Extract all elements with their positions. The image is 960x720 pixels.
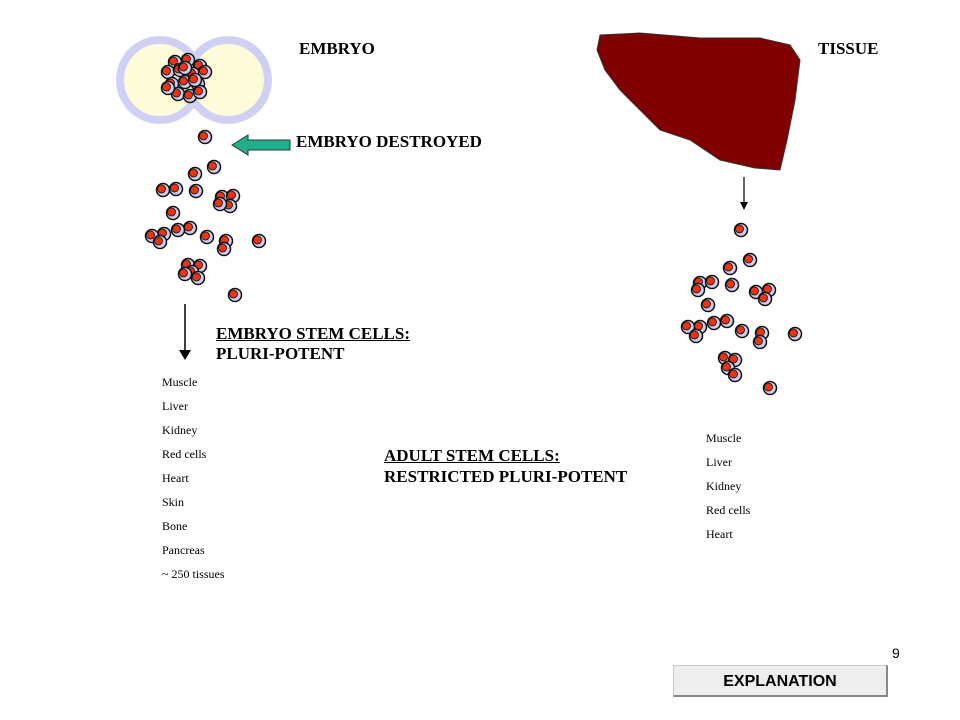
list-item: Skin [162, 495, 185, 509]
stem-cell [704, 274, 720, 290]
stem-cell [762, 380, 778, 396]
stem-cell [216, 241, 232, 257]
embryo-tissue-list: Muscle Liver Kidney Red cells Heart Skin… [162, 370, 225, 586]
stem-cell [752, 334, 768, 350]
embryo-stem-cells-subtitle: PLURI-POTENT [216, 344, 345, 363]
stem-cell [199, 229, 215, 245]
list-item: Heart [162, 471, 189, 485]
list-item: Muscle [162, 375, 198, 389]
stem-cell [733, 222, 749, 238]
stem-cell [724, 277, 740, 293]
list-item: Liver [162, 399, 188, 413]
stem-cell [690, 282, 706, 298]
list-item: Heart [706, 527, 733, 541]
stem-cell [187, 72, 203, 88]
page-number: 9 [892, 645, 900, 661]
adult-tissue-list: Muscle Liver Kidney Red cells Heart [706, 426, 750, 546]
list-item: Red cells [162, 447, 207, 461]
stem-cell [177, 60, 193, 76]
stem-cell [190, 270, 206, 286]
embryo-label: EMBRYO [299, 39, 375, 58]
stem-cell [227, 287, 243, 303]
tissue-down-arrow-icon [740, 177, 748, 210]
tissue-shape [596, 32, 801, 171]
explanation-button[interactable]: EXPLANATION [673, 665, 888, 697]
list-item: ~ 250 tissues [162, 567, 225, 581]
stem-cell [680, 319, 696, 335]
stem-cell [197, 64, 213, 80]
list-item: Muscle [706, 431, 742, 445]
list-item: Kidney [162, 423, 198, 437]
stem-cell [182, 220, 198, 236]
stem-cell [168, 181, 184, 197]
stem-cell [188, 183, 204, 199]
list-item: Kidney [706, 479, 742, 493]
embryo-destroyed-label: EMBRYO DESTROYED [296, 132, 482, 151]
stem-cell [787, 326, 803, 342]
stem-cell [251, 233, 267, 249]
stem-cell [197, 129, 213, 145]
stem-cell [165, 205, 181, 221]
stem-cell [742, 252, 758, 268]
stem-cell [155, 182, 171, 198]
stem-cell [160, 80, 176, 96]
stem-cell [160, 64, 176, 80]
list-item: Pancreas [162, 543, 205, 557]
stem-cell [748, 284, 764, 300]
stem-cell [719, 313, 735, 329]
stem-cell [170, 222, 186, 238]
stem-cell [206, 159, 222, 175]
down-arrow-icon [179, 304, 191, 360]
list-item: Bone [162, 519, 188, 533]
stem-cell [706, 315, 722, 331]
embryo-stem-cells-title: EMBRYO STEM CELLS: [216, 324, 410, 343]
stem-cell [688, 328, 704, 344]
stem-cell [187, 166, 203, 182]
stem-cell [757, 291, 773, 307]
tissue-label: TISSUE [818, 39, 879, 58]
stem-cell [734, 323, 750, 339]
list-item: Red cells [706, 503, 751, 517]
stem-cell [727, 367, 743, 383]
adult-stem-cells-subtitle: RESTRICTED PLURI-POTENT [384, 467, 628, 486]
stem-cell [212, 196, 228, 212]
stem-cell [177, 266, 193, 282]
stem-cell [152, 234, 168, 250]
stem-cell [700, 297, 716, 313]
stem-cell [722, 260, 738, 276]
list-item: Liver [706, 455, 732, 469]
embryo-destroyed-arrow-icon [231, 134, 291, 156]
stem-cell [192, 84, 208, 100]
adult-stem-cells-title: ADULT STEM CELLS: [384, 446, 560, 465]
